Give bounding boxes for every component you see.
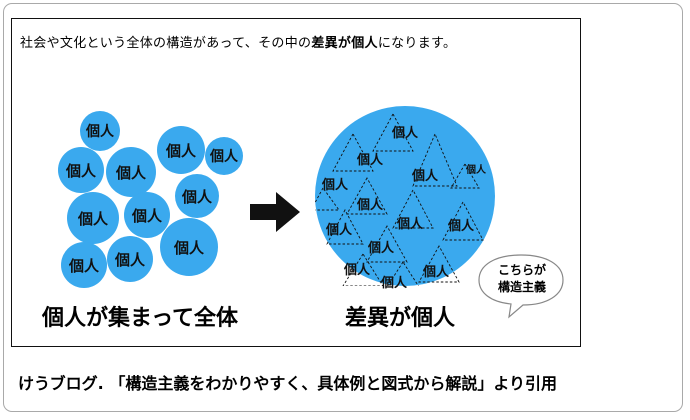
individual-circle: 個人: [106, 147, 156, 197]
right-caption: 差異が個人: [345, 306, 456, 331]
individual-circle: 個人: [205, 137, 243, 175]
inner-individual-label: 個人: [423, 265, 450, 280]
inner-individual-label: 個人: [412, 169, 439, 184]
inner-individual-label: 個人: [326, 223, 353, 238]
intro-text-bold: 差異が個人: [311, 36, 378, 51]
inner-individual-label: 個人: [381, 276, 408, 291]
individual-circle: 個人: [58, 147, 104, 193]
speech-bubble: [478, 254, 564, 319]
inner-individual-label: 個人: [397, 217, 424, 232]
individual-circle: 個人: [67, 192, 119, 244]
inner-individual-label: 個人: [357, 153, 384, 168]
individual-circle: 個人: [157, 126, 205, 174]
inner-individual-label: 個人: [448, 219, 475, 234]
difference-triangles: [315, 113, 484, 286]
intro-text-before: 社会や文化という全体の構造があって、その中の: [20, 36, 312, 51]
inner-individual-label: 個人: [368, 241, 395, 256]
inner-individual-label: 個人: [466, 165, 486, 176]
individual-circle: 個人: [80, 111, 120, 151]
inner-individual-label: 個人: [357, 198, 384, 213]
bubble-text: こちらが構造主義: [497, 263, 546, 294]
inner-individual-label: 個人: [322, 178, 349, 193]
individual-circle: 個人: [124, 192, 170, 238]
left-caption: 個人が集まって全体: [42, 306, 239, 331]
individual-circle: 個人: [61, 242, 107, 288]
intro-text-after: になります。: [377, 36, 457, 51]
inner-individual-label: 個人: [344, 263, 371, 278]
arrow-right-icon: [250, 192, 300, 232]
individual-circle: 個人: [107, 236, 153, 282]
individual-circle: 個人: [175, 174, 219, 218]
citation: けうブログ. 「構造主義をわかりやすく、具体例と図式から解説」より引用: [18, 374, 558, 393]
inner-individual-label: 個人: [392, 126, 419, 141]
intro-text: 社会や文化という全体の構造があって、その中の差異が個人になります。: [20, 32, 456, 51]
individual-circle: 個人: [160, 218, 218, 276]
